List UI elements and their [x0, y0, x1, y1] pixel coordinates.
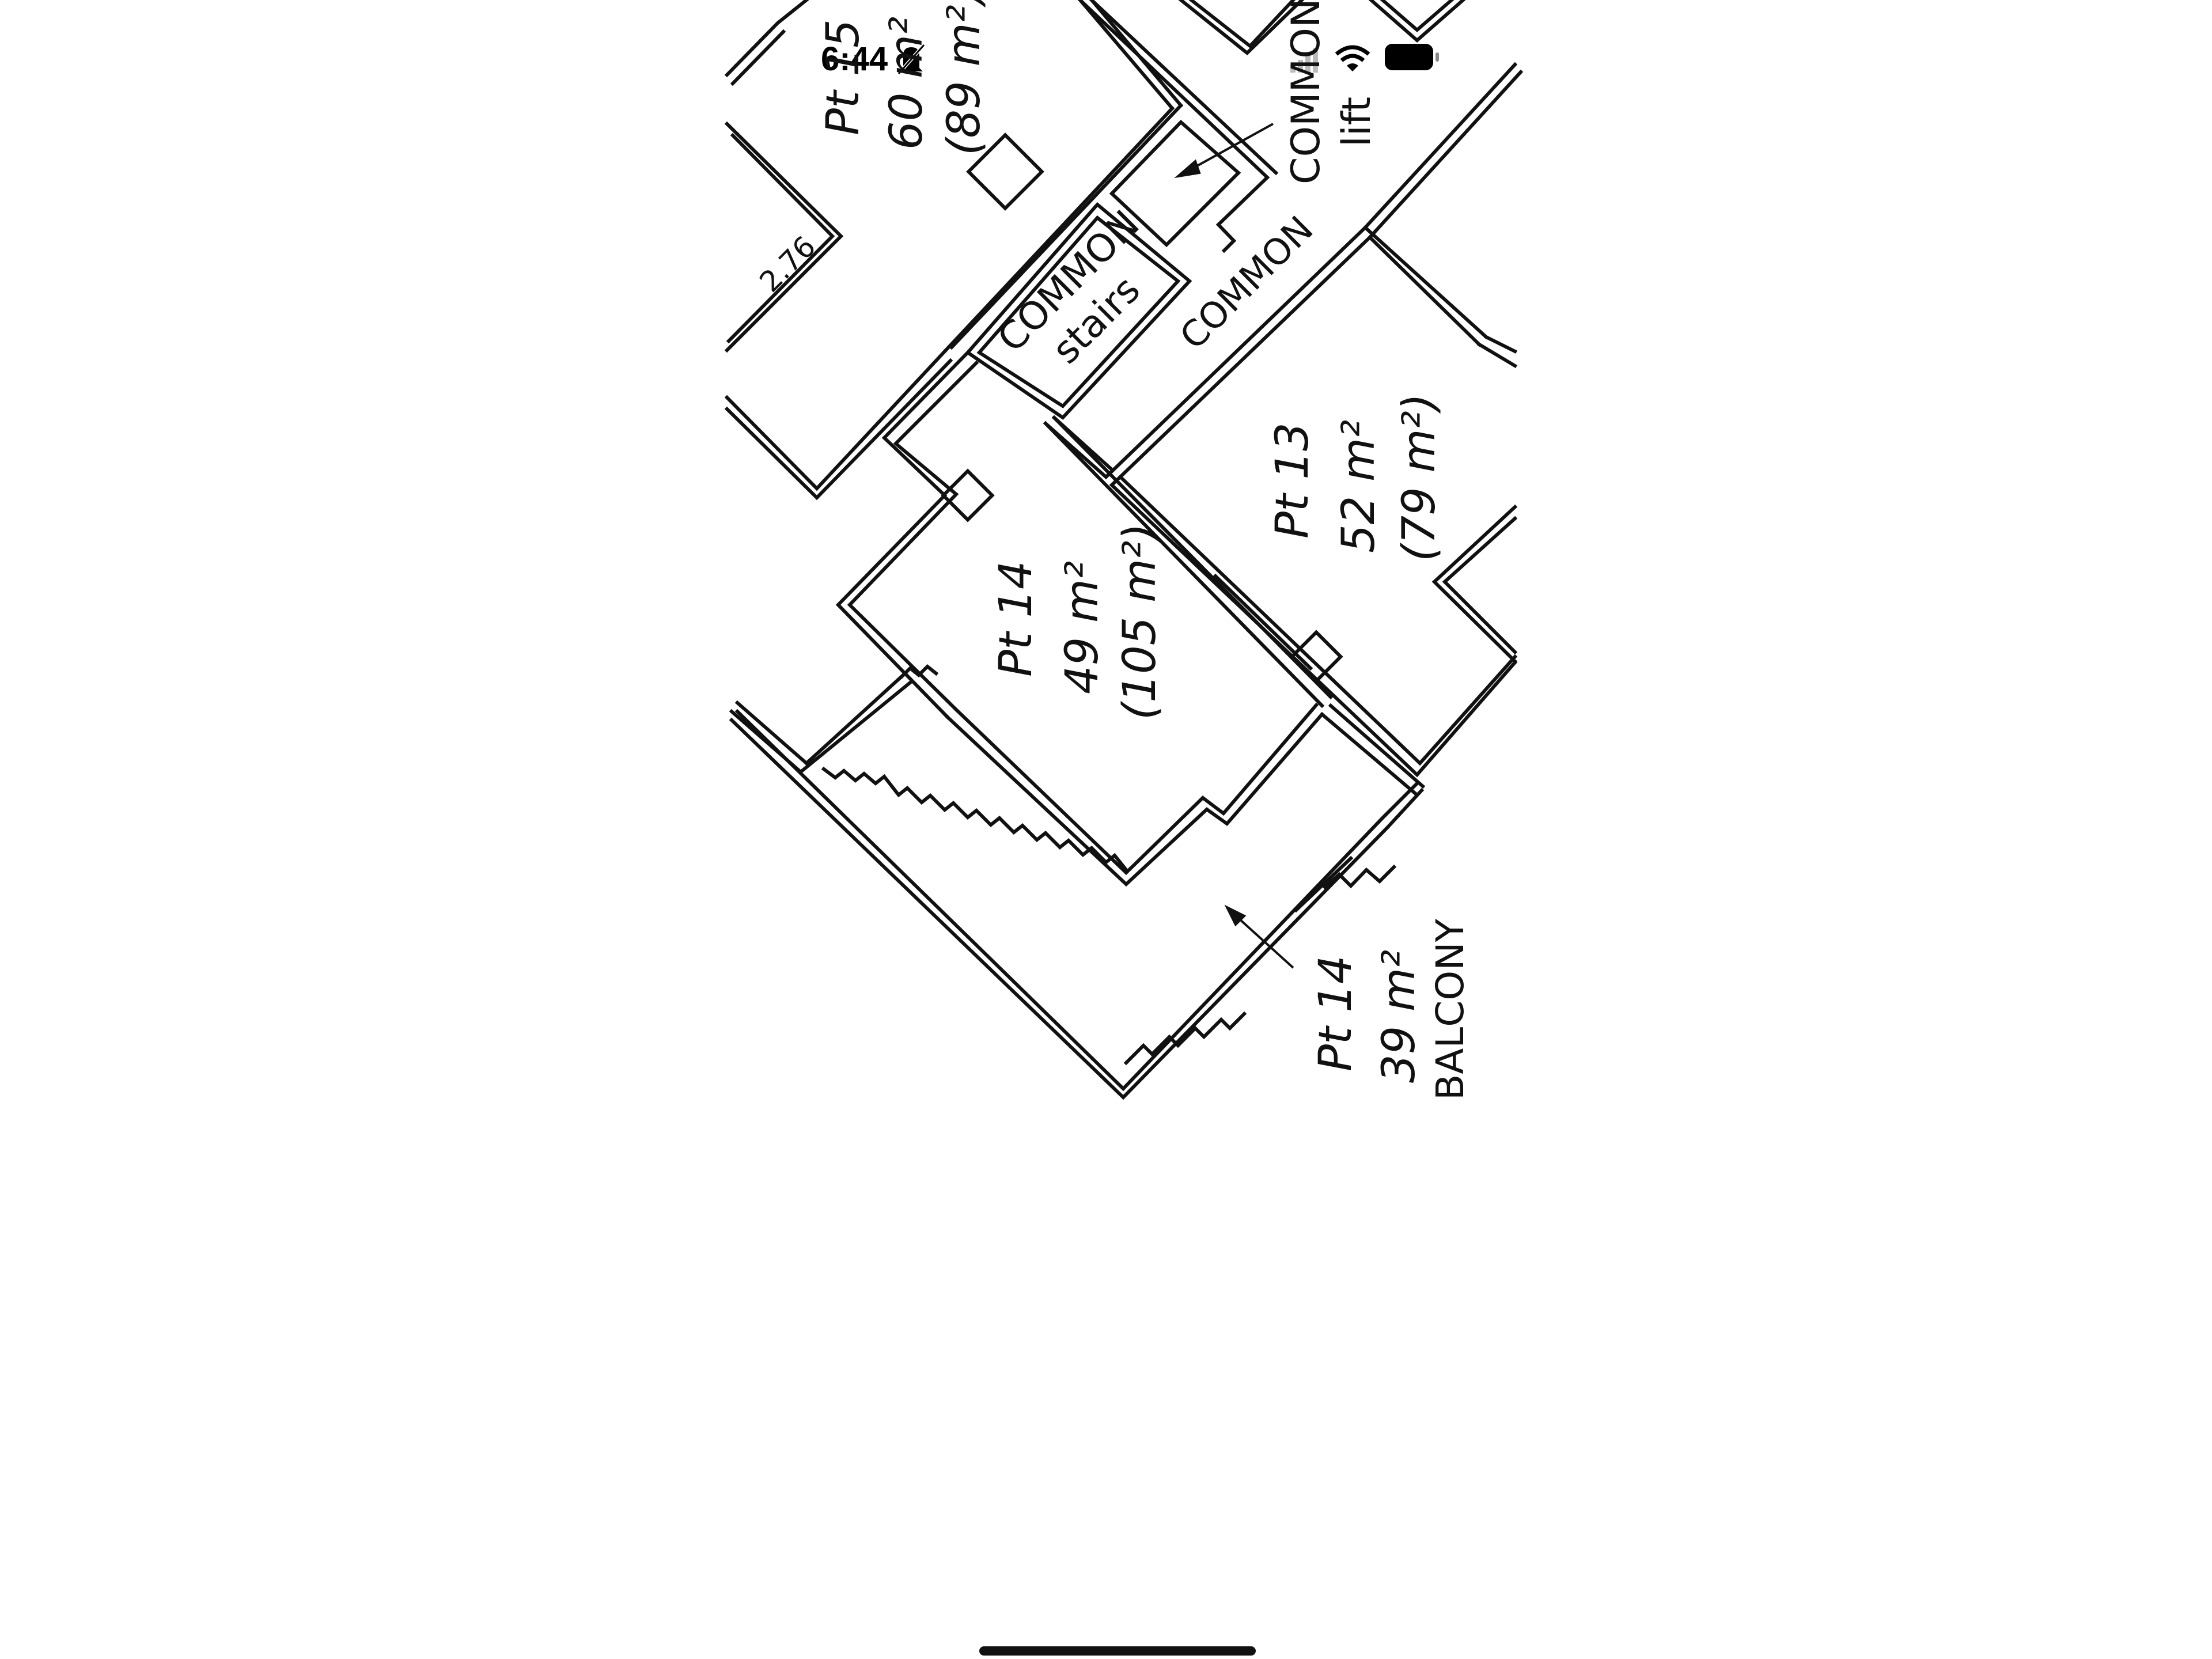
home-indicator[interactable] — [979, 1646, 1256, 1656]
silent-mode-icon — [897, 44, 926, 75]
pt14-balcony-name: Pt 14 — [1310, 955, 1362, 1071]
pt13-label: Pt 13 52 m² (79 m²) — [1267, 393, 1445, 562]
status-time: 6:44 — [821, 40, 888, 78]
battery-level-text: 44 — [1399, 48, 1419, 69]
lift-leader-line — [1186, 123, 1274, 173]
common-corridor-label: COMMON — [1172, 208, 1321, 358]
pt14-area: 49 m² — [1056, 561, 1108, 694]
balcony-arrowhead — [1224, 904, 1247, 927]
wifi-icon — [1335, 45, 1370, 71]
lift-arrowhead — [1174, 159, 1201, 179]
floor-plan-walls — [724, 0, 1524, 1100]
pt14-label: Pt 14 49 m² (105 m²) — [990, 523, 1166, 720]
leader-arrows — [1174, 123, 1294, 969]
pt14-balcony-type: BALCONY — [1428, 918, 1472, 1100]
pt15-label: Pt 15 60 m² (89 m²) — [817, 0, 990, 156]
pt14-unit-walls — [835, 350, 1334, 887]
pt14-balcony-area: 39 m² — [1373, 950, 1425, 1083]
battery-icon: 44 — [1385, 44, 1439, 70]
pt14-balcony-walls — [729, 664, 1426, 1100]
top-unit-walls — [1178, 0, 1466, 55]
pt13-name: Pt 13 — [1267, 422, 1319, 539]
cellular-signal-icon — [1290, 48, 1318, 73]
floor-plan-labels: Pt 15 60 m² (89 m²) COMMON lift COMMON s… — [753, 0, 1472, 1100]
pt15-unit-walls — [724, 0, 1184, 501]
pt13-duct — [1289, 630, 1343, 684]
pt13-area: 52 m² — [1333, 420, 1385, 553]
stairs-block-walls — [965, 202, 1192, 420]
pt15-name: Pt 15 — [817, 19, 869, 135]
pt13-total-area: (79 m²) — [1393, 393, 1445, 562]
pt15-duct — [966, 132, 1044, 211]
pt15-total-area: (89 m²) — [938, 0, 990, 156]
pt15-area: 60 m² — [881, 17, 933, 150]
common-lift-label: COMMON lift — [1283, 0, 1380, 184]
common-lift-line2: lift — [1334, 97, 1380, 147]
pt14-duct — [941, 468, 995, 522]
pt14-total-area: (105 m²) — [1114, 523, 1166, 720]
common-lift-line1: COMMON — [1283, 0, 1329, 184]
balcony-leader-line — [1232, 912, 1294, 969]
pt14-balcony-label: Pt 14 39 m² BALCONY — [1310, 918, 1472, 1100]
pt13-unit-walls — [1109, 474, 1518, 778]
common-stairs-label: COMMON stairs — [989, 202, 1149, 372]
status-bar: 6:44 44 — [821, 40, 1439, 78]
pt14-name: Pt 14 — [990, 560, 1042, 677]
lift-shaft-walls — [1077, 0, 1279, 253]
